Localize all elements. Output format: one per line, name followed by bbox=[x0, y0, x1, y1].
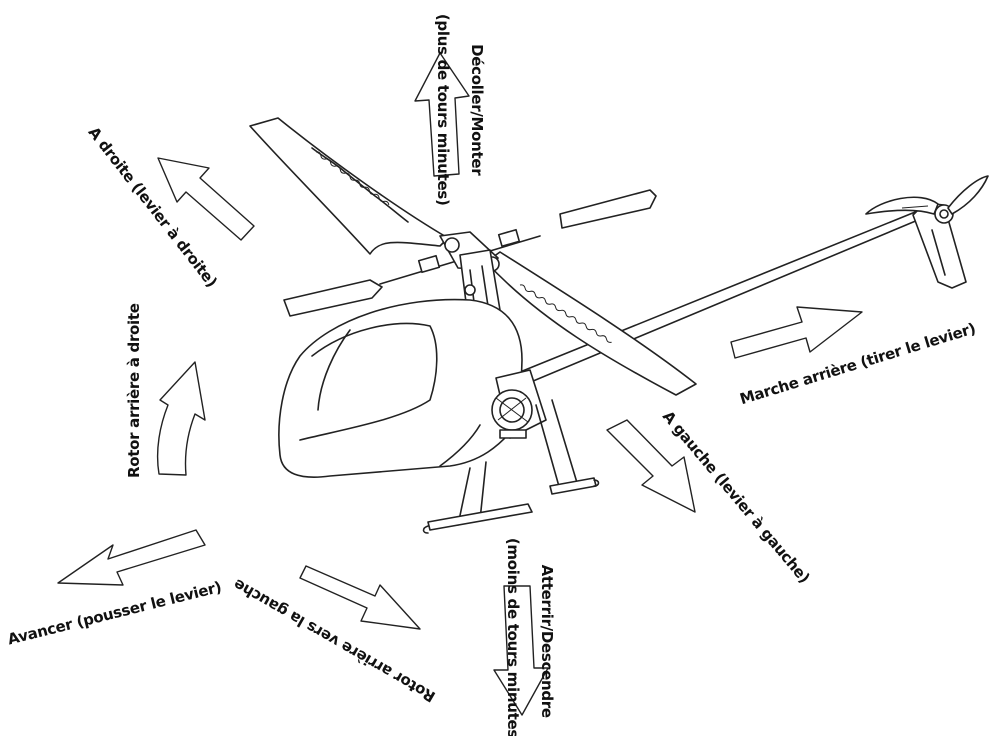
label-up-line1: Décoller/Monter bbox=[468, 44, 486, 175]
arrow-down-left bbox=[58, 530, 205, 585]
arrow-right bbox=[731, 307, 862, 358]
label-down-line2: (moins de tours minutes) bbox=[504, 538, 522, 736]
arrow-down-right bbox=[300, 566, 420, 629]
helicopter bbox=[250, 118, 988, 533]
label-down: Atterrir/Descendre (moins de tours minut… bbox=[504, 528, 572, 736]
label-tail-right: Rotor arrière à droite bbox=[126, 303, 143, 478]
label-up: Décoller/Monter (plus de tours minutes) bbox=[434, 4, 502, 206]
label-down-line1: Atterrir/Descendre bbox=[538, 565, 556, 718]
arrow-curved-tail-right bbox=[158, 362, 205, 475]
label-up-line2: (plus de tours minutes) bbox=[434, 14, 452, 206]
